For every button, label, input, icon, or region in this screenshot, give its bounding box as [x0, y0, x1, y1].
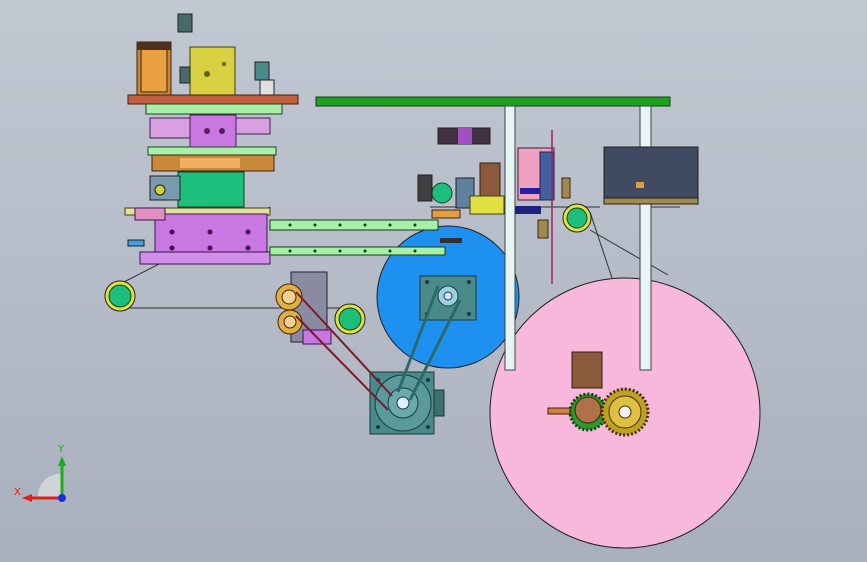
upper-middle-assembly[interactable]	[417, 127, 505, 243]
upper-left-assembly[interactable]	[127, 13, 299, 208]
gear-set[interactable]	[547, 351, 650, 437]
middle-idler-pulley[interactable]	[334, 303, 366, 335]
triad-y-label: Y	[57, 444, 65, 455]
top-frame-bar[interactable]	[315, 96, 671, 107]
right-idler-pulley[interactable]	[562, 203, 592, 233]
selector-block[interactable]	[515, 130, 571, 284]
left-column[interactable]	[504, 105, 516, 371]
coordinate-triad[interactable]: X Y	[14, 444, 66, 502]
dark-panel[interactable]	[603, 146, 699, 205]
right-column[interactable]	[639, 105, 652, 371]
motor-belts	[295, 285, 462, 411]
tensioner-assembly[interactable]	[275, 271, 332, 345]
triad-x-label: X	[14, 487, 21, 498]
left-idler-pulley[interactable]	[104, 280, 136, 312]
violet-carriage[interactable]	[127, 207, 271, 265]
